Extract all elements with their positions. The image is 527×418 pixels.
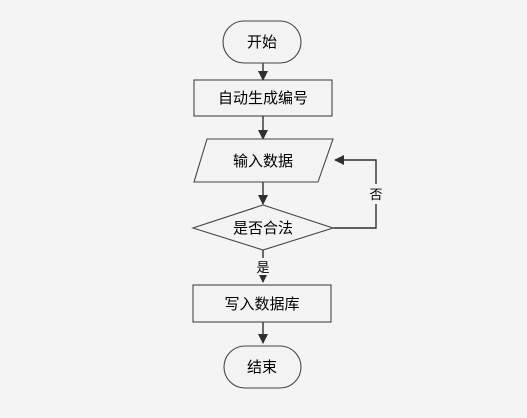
start-label: 开始 [247,33,277,51]
validity-label: 是否合法 [233,219,293,237]
no-label-bg [367,184,385,204]
end-label: 结束 [247,358,277,376]
write-db-label: 写入数据库 [224,295,299,313]
yes-edge-label: 是 [256,261,269,276]
start-node: 开始 [222,20,302,64]
end-node: 结束 [223,345,302,389]
input-data-label: 输入数据 [233,152,293,170]
write-db-process: 写入数据库 [192,284,332,323]
no-edge-label: 否 [369,188,382,203]
auto-number-process: 自动生成编号 [193,79,333,117]
yes-label-bg [254,258,272,275]
auto-number-label: 自动生成编号 [218,89,308,107]
input-data-io: 输入数据 [193,138,334,183]
validity-decision: 是否合法 [191,204,335,251]
